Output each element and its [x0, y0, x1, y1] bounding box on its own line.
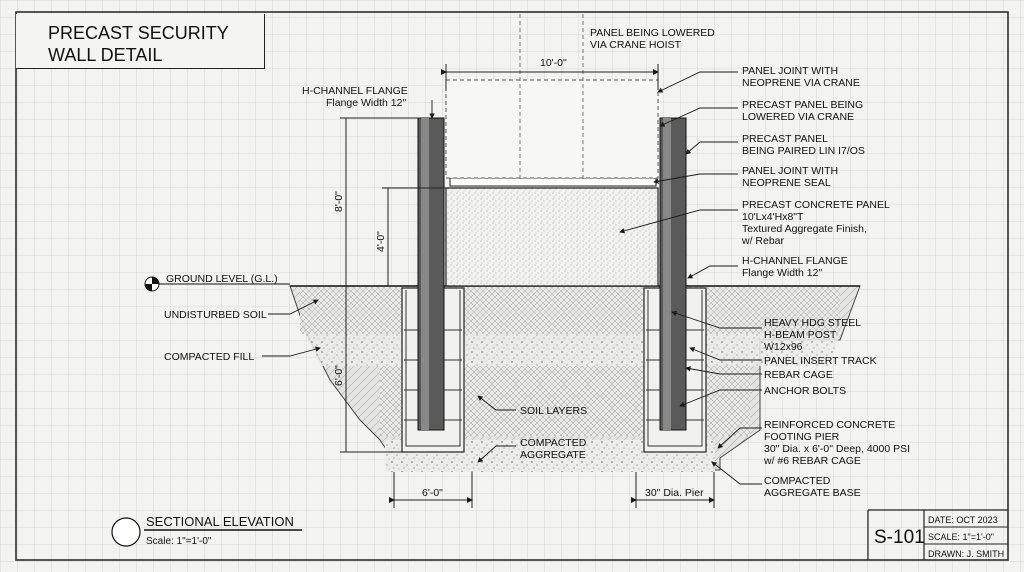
dim-width-10ft: 10'-0"	[540, 57, 567, 69]
label-concrete-panel-4: w/ Rebar	[741, 235, 785, 247]
titleblock-date: DATE: OCT 2023	[928, 515, 998, 525]
label-hbeam-2: H-BEAM POST	[764, 329, 837, 341]
label-joint-crane-2: NEOPRENE VIA CRANE	[742, 77, 860, 89]
label-soil-layers: SOIL LAYERS	[520, 405, 587, 417]
label-rebar-cage: REBAR CAGE	[764, 369, 833, 381]
label-hchannel-left-2: Flange Width 12"	[326, 97, 406, 109]
drawing-title-line-2: WALL DETAIL	[48, 45, 163, 65]
label-compacted-aggregate-2: AGGREGATE	[520, 449, 586, 461]
label-footing-3: 30" Dia. x 6'-0" Deep, 4000 PSI	[764, 443, 910, 455]
label-agg-base-2: AGGREGATE BASE	[764, 487, 861, 499]
label-precast-paired-2: BEING PAIRED LIN I7/OS	[742, 145, 865, 157]
dim-4ft: 4'-0"	[375, 231, 387, 252]
label-footing-2: FOOTING PIER	[764, 431, 840, 443]
label-panel-lowered-1: PANEL BEING LOWERED	[590, 27, 715, 39]
label-compacted-fill: COMPACTED FILL	[164, 351, 254, 363]
label-hbeam-3: W12x96	[764, 341, 803, 353]
label-insert-track: PANEL INSERT TRACK	[764, 355, 877, 367]
label-concrete-panel-1: PRECAST CONCRETE PANEL	[742, 199, 890, 211]
label-compacted-aggregate-1: COMPACTED	[520, 437, 587, 449]
section-scale: Scale: 1"=1'-0"	[146, 536, 212, 547]
dim-6ft-vertical: 6'-0"	[333, 365, 345, 386]
label-anchor-bolts: ANCHOR BOLTS	[764, 385, 846, 397]
drawing-title-line-1: PRECAST SECURITY	[48, 23, 229, 43]
label-footing-1: REINFORCED CONCRETE	[764, 419, 895, 431]
label-panel-lowered-2: VIA CRANE HOIST	[590, 39, 682, 51]
label-precast-paired-1: PRECAST PANEL	[742, 133, 828, 145]
label-precast-lowered-1: PRECAST PANEL BEING	[742, 99, 863, 111]
label-precast-lowered-2: LOWERED VIA CRANE	[742, 111, 854, 123]
label-agg-base-1: COMPACTED	[764, 475, 831, 487]
label-joint-crane-1: PANEL JOINT WITH	[742, 65, 838, 77]
drawing-title-block: PRECAST SECURITY WALL DETAIL	[16, 14, 265, 69]
dim-8ft: 8'-0"	[333, 191, 345, 212]
label-hchannel-right-2: Flange Width 12"	[742, 267, 822, 279]
sheet-number: S-101	[874, 527, 925, 548]
label-concrete-panel-2: 10'Lx4'Hx8"T	[742, 211, 804, 223]
titleblock-scale: SCALE: 1"=1'-0"	[928, 532, 994, 542]
titleblock-drawn: DRAWN: J. SMITH	[928, 549, 1004, 559]
label-hbeam-1: HEAVY HDG STEEL	[764, 317, 861, 329]
label-hchannel-left-1: H-CHANNEL FLANGE	[302, 85, 408, 97]
dim-pier: 30" Dia. Pier	[645, 487, 704, 499]
label-ground-level: GROUND LEVEL (G.L.)	[166, 273, 278, 285]
label-joint-seal-1: PANEL JOINT WITH	[742, 165, 838, 177]
label-joint-seal-2: NEOPRENE SEAL	[742, 177, 831, 189]
label-footing-4: w/ #6 REBAR CAGE	[763, 455, 861, 467]
label-undisturbed-soil: UNDISTURBED SOIL	[164, 309, 267, 321]
section-title: SECTIONAL ELEVATION	[146, 514, 294, 529]
dim-6ft-horizontal: 6'-0"	[422, 487, 443, 499]
label-concrete-panel-3: Textured Aggregate Finish,	[742, 223, 867, 235]
label-hchannel-right-1: H-CHANNEL FLANGE	[742, 255, 848, 267]
